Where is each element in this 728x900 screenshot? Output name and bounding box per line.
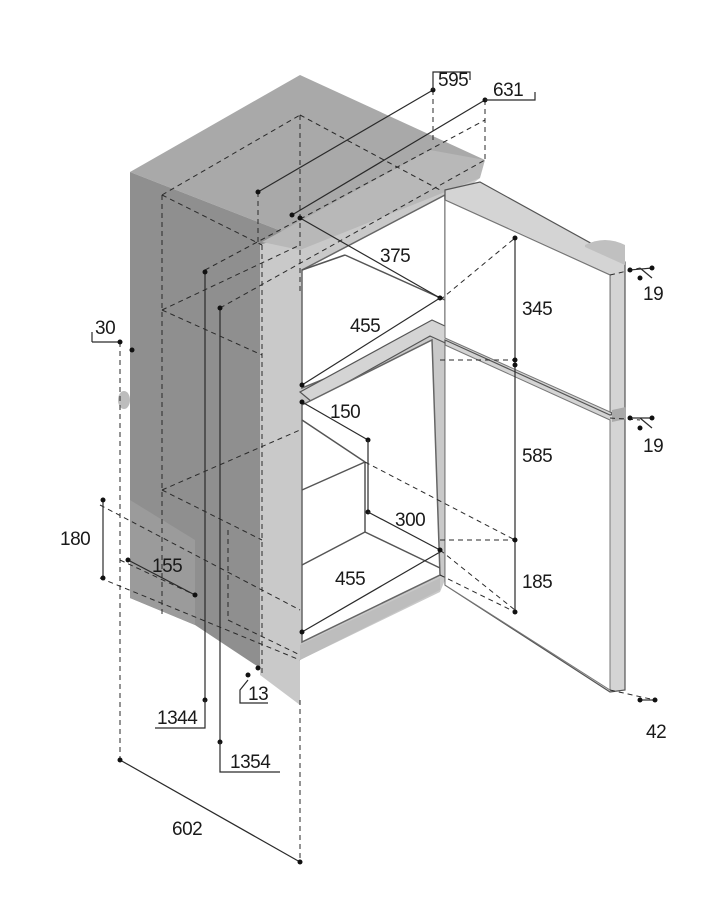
dim-455-freezer: 455 — [350, 316, 380, 337]
interior — [298, 193, 616, 660]
dim-19-lower: 19 — [643, 436, 663, 457]
dim-180: 180 — [60, 529, 90, 550]
dim-585: 585 — [522, 446, 552, 467]
frame-lip — [262, 150, 485, 250]
dim-150: 150 — [330, 402, 360, 423]
upper-door-inner — [444, 199, 611, 413]
dim-1344: 1344 — [157, 708, 198, 729]
dim-602: 602 — [172, 819, 202, 840]
dim-595: 595 — [438, 70, 468, 91]
dim-455-fridge: 455 — [335, 569, 365, 590]
door-hinge-mid — [612, 407, 626, 422]
dim-155: 155 — [152, 556, 182, 577]
dim-345: 345 — [522, 299, 552, 320]
dim-631: 631 — [493, 80, 523, 101]
dim-42: 42 — [646, 722, 666, 743]
compressor-recess — [130, 500, 195, 625]
dimension-labels: 595 631 375 455 345 150 585 300 185 455 … — [60, 70, 667, 840]
dim-185: 185 — [522, 572, 552, 593]
dim-19-upper: 19 — [643, 284, 663, 305]
dim-1354: 1354 — [230, 752, 271, 773]
dim-375: 375 — [380, 246, 410, 267]
dimension-lines — [91, 71, 658, 865]
dim-300: 300 — [395, 510, 425, 531]
dim-13: 13 — [248, 684, 268, 705]
fridge-base — [300, 578, 440, 660]
hidden-edges — [99, 90, 656, 860]
dim-30: 30 — [95, 318, 115, 339]
hinge-knob — [118, 391, 130, 409]
door-hinge-top — [585, 240, 625, 265]
doors — [444, 181, 626, 693]
